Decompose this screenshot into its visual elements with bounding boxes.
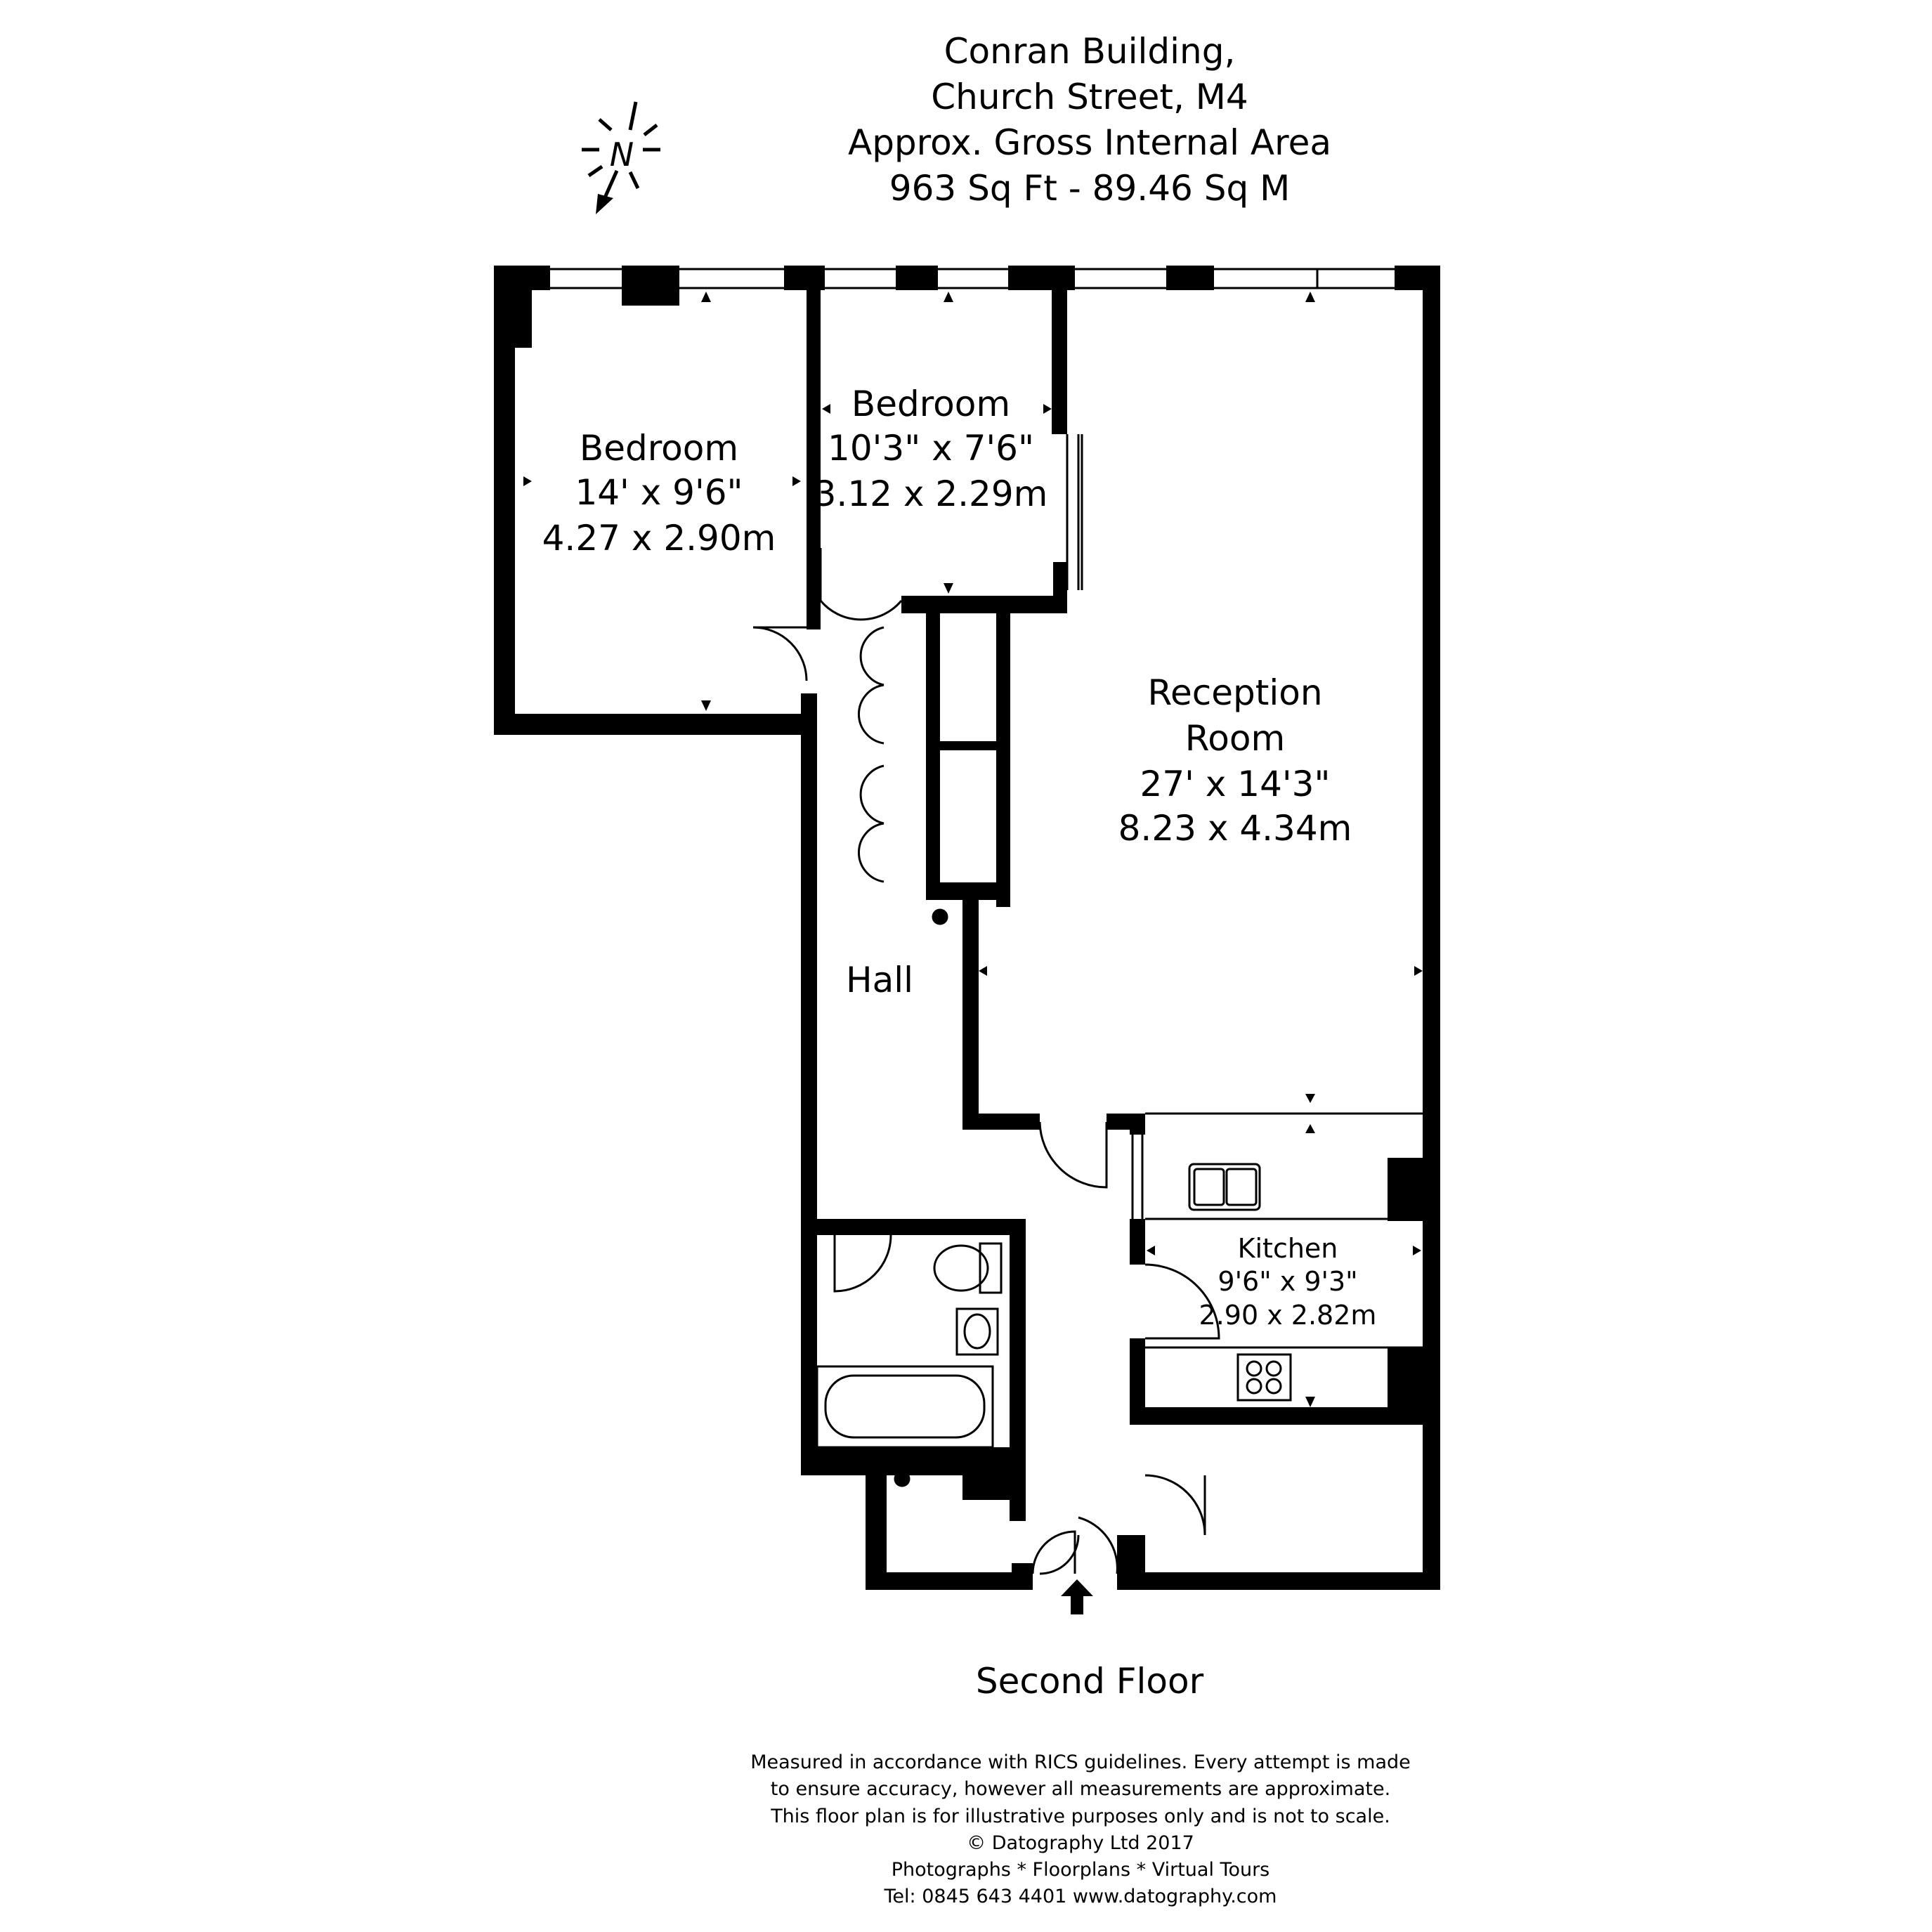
services-line: Photographs * Floorplans * Virtual Tours: [892, 1859, 1270, 1881]
title-line-area-label: Approx. Gross Internal Area: [848, 122, 1331, 163]
title-line-street: Church Street, M4: [931, 77, 1248, 117]
sink-icon: [1188, 1163, 1261, 1211]
room-bedroom-2: Bedroom 10'3" x 7'6" 3.12 x 2.29m: [814, 384, 1048, 514]
reception-name-line2: Room: [1185, 718, 1285, 759]
fixtures: [816, 908, 1423, 1487]
bedroom-1-imperial: 14' x 9'6": [575, 472, 743, 513]
kitchen-metric: 2.90 x 2.82m: [1199, 1300, 1377, 1331]
boiler-dot: [932, 908, 948, 925]
disclaimer-line: This floor plan is for illustrative purp…: [770, 1806, 1390, 1827]
kitchen-imperial: 9'6" x 9'3": [1218, 1266, 1357, 1297]
bedroom-2-metric: 3.12 x 2.29m: [814, 474, 1048, 514]
bedroom-1-metric: 4.27 x 2.90m: [542, 518, 776, 559]
room-hall: Hall: [846, 960, 913, 1000]
disclaimer-line: to ensure accuracy, however all measurem…: [771, 1778, 1390, 1800]
reception-name-line1: Reception: [1147, 672, 1322, 713]
windows: [550, 268, 1395, 1219]
floor-label: Second Floor: [976, 1661, 1204, 1702]
disclaimer: Measured in accordance with RICS guideli…: [750, 1751, 1411, 1907]
reception-metric: 8.23 x 4.34m: [1118, 808, 1352, 849]
north-arrow-icon: N: [582, 101, 660, 214]
hob-icon: [1236, 1353, 1292, 1402]
toilet-icon: [933, 1242, 1003, 1294]
room-reception: Reception Room 27' x 14'3" 8.23 x 4.34m: [1118, 672, 1352, 849]
doors: [752, 548, 1220, 1575]
bedroom-2-name: Bedroom: [851, 384, 1010, 424]
contact-line: Tel: 0845 643 4401 www.datography.com: [884, 1886, 1277, 1907]
bedroom-1-name: Bedroom: [580, 428, 738, 469]
cupboard-dot: [894, 1470, 910, 1487]
entrance-arrow-icon: [1061, 1579, 1093, 1614]
basin-icon: [955, 1307, 999, 1356]
disclaimer-line: Measured in accordance with RICS guideli…: [750, 1751, 1411, 1773]
dimension-markers: [523, 292, 1423, 1407]
compass-letter: N: [610, 136, 634, 174]
walls: [494, 266, 1440, 1590]
room-bedroom-1: Bedroom 14' x 9'6" 4.27 x 2.90m: [542, 428, 776, 559]
copyright-line: © Datography Ltd 2017: [967, 1832, 1194, 1854]
title-line-area-value: 963 Sq Ft - 89.46 Sq M: [889, 168, 1290, 209]
reception-imperial: 27' x 14'3": [1140, 764, 1331, 804]
kitchen-name: Kitchen: [1238, 1233, 1338, 1264]
title-line-building: Conran Building,: [944, 31, 1236, 72]
header: Conran Building, Church Street, M4 Appro…: [848, 31, 1331, 209]
bath-icon: [816, 1365, 994, 1449]
bedroom-2-imperial: 10'3" x 7'6": [828, 428, 1034, 469]
hall-name: Hall: [846, 960, 913, 1000]
room-kitchen: Kitchen 9'6" x 9'3" 2.90 x 2.82m: [1199, 1233, 1377, 1331]
